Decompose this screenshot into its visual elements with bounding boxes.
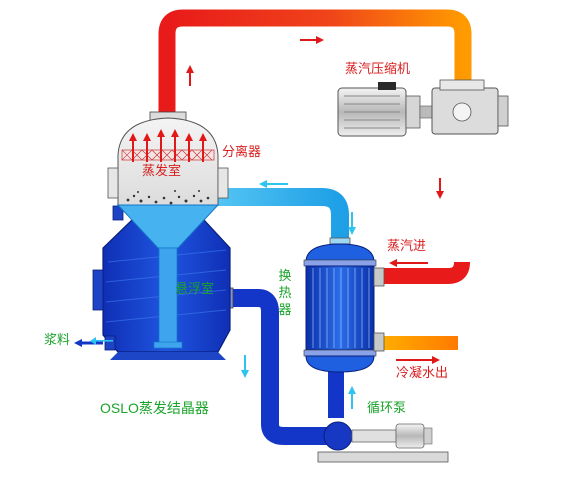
steam-in-label: 蒸汽进 <box>387 239 427 254</box>
crystal-particles <box>126 190 210 205</box>
heat-exchanger-label: 换热器 <box>278 269 292 318</box>
cone-separator <box>116 204 220 349</box>
cyan-arrow-top <box>259 180 288 188</box>
steam-in-arrow <box>389 259 428 267</box>
cyan-arrow-pipe <box>241 355 249 378</box>
cyan-arrow-pump <box>348 386 356 409</box>
steam-pipe-loop <box>158 9 472 284</box>
diagram-title: OSLO蒸发结晶器 <box>100 400 209 416</box>
evaporation-chamber-label: 蒸发室 <box>142 164 182 179</box>
evaporation-chamber <box>107 111 229 206</box>
cyan-arrow-side <box>348 212 356 235</box>
condensate-out-label: 冷凝水出 <box>396 366 449 381</box>
slurry-outlet <box>74 339 103 347</box>
compressor-label: 蒸汽压缩机 <box>345 62 411 77</box>
heat-exchanger <box>303 243 385 373</box>
vapor-arrows <box>129 129 207 162</box>
separator-label: 分离器 <box>222 145 262 160</box>
condensate-pipe <box>378 336 458 350</box>
steam-arrow-top <box>300 36 324 44</box>
suspension-chamber-label: 悬浮室 <box>175 282 215 297</box>
circulation-pump-label: 循环泵 <box>367 401 407 416</box>
steam-arrow-descending <box>436 178 444 199</box>
flow-arrows <box>90 36 444 409</box>
vapor-compressor <box>337 79 509 137</box>
condensate-arrow <box>396 356 440 364</box>
slurry-direction-arrow <box>90 337 113 345</box>
slurry-label: 浆料 <box>44 333 71 348</box>
steam-arrow-rising <box>186 65 194 86</box>
separator-mesh <box>121 149 215 161</box>
circulation-pump <box>317 421 449 463</box>
